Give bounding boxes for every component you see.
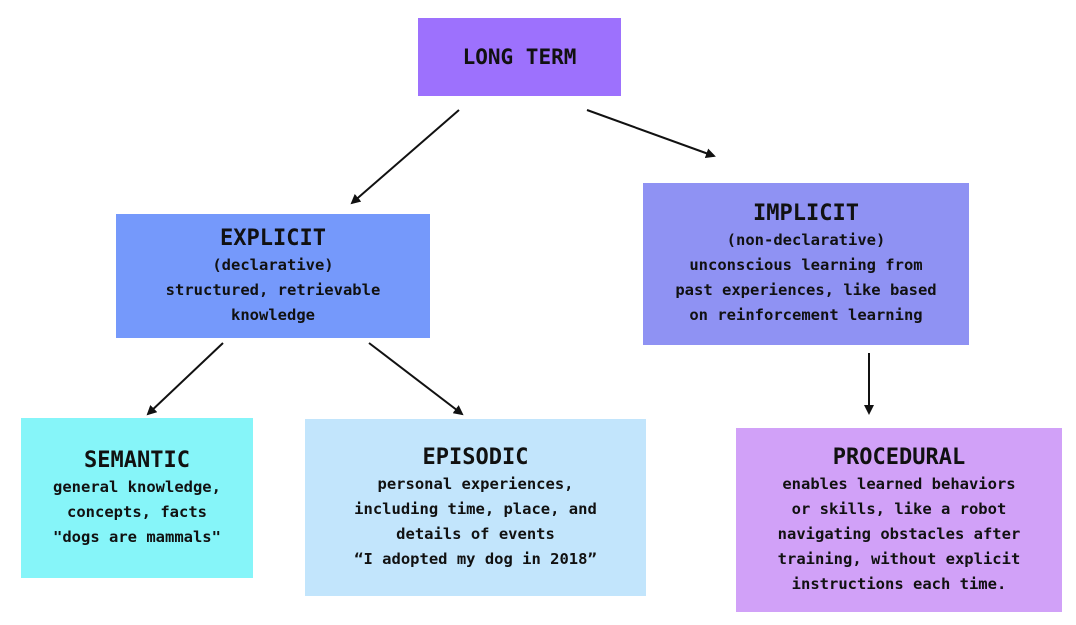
node-procedural-line: navigating obstacles after [777, 524, 1021, 543]
node-implicit-line: unconscious learning from [689, 256, 923, 274]
node-explicit-line: structured, retrievable [165, 280, 381, 299]
node-procedural: PROCEDURAL enables learned behaviors or … [736, 428, 1062, 612]
node-episodic: EPISODIC personal experiences, including… [305, 419, 646, 596]
node-implicit-line: past experiences, like based [675, 281, 937, 299]
arrow-longterm-to-explicit [350, 109, 460, 205]
node-procedural-line: instructions each time. [791, 574, 1007, 593]
node-explicit-title: EXPLICIT [220, 225, 326, 251]
node-explicit-line: (declarative) [212, 255, 334, 274]
node-explicit: EXPLICIT (declarative) structured, retri… [116, 214, 430, 338]
node-episodic-line: “I adopted my dog in 2018” [354, 549, 597, 568]
node-long-term: LONG TERM [418, 18, 621, 96]
arrow-explicit-to-semantic [146, 342, 224, 416]
node-procedural-line: enables learned behaviors [782, 474, 1016, 493]
node-semantic-line: "dogs are mammals" [53, 527, 221, 546]
node-semantic-title: SEMANTIC [84, 447, 190, 473]
node-implicit-title: IMPLICIT [753, 201, 859, 226]
node-implicit: IMPLICIT (non-declarative) unconscious l… [643, 183, 969, 345]
node-episodic-line: personal experiences, [377, 474, 574, 493]
node-implicit-line: (non-declarative) [726, 231, 886, 249]
node-episodic-line: details of events [396, 524, 555, 543]
node-explicit-line: knowledge [231, 305, 315, 324]
node-procedural-title: PROCEDURAL [832, 444, 966, 470]
node-semantic: SEMANTIC general knowledge, concepts, fa… [21, 418, 253, 578]
node-episodic-title: EPISODIC [422, 444, 529, 470]
node-long-term-title: LONG TERM [462, 45, 577, 69]
node-implicit-line: on reinforcement learning [689, 306, 923, 324]
node-semantic-line: concepts, facts [67, 502, 207, 521]
arrow-explicit-to-episodic [368, 342, 464, 416]
node-semantic-line: general knowledge, [53, 477, 221, 496]
node-episodic-line: including time, place, and [354, 499, 597, 518]
arrow-longterm-to-implicit [586, 109, 716, 158]
node-procedural-line: training, without explicit [777, 549, 1021, 568]
node-procedural-line: or skills, like a robot [791, 499, 1007, 518]
